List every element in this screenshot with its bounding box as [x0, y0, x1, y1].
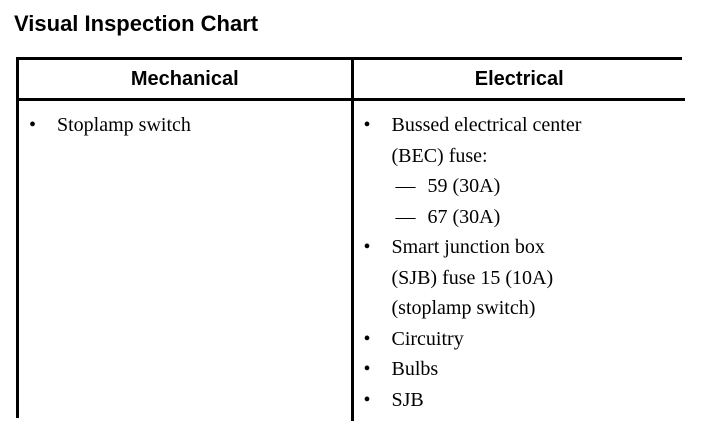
visual-inspection-table: Mechanical Electrical • Stoplamp switch: [16, 57, 685, 421]
list-item-line: Smart junction box: [391, 236, 545, 258]
list-item: • Bulbs: [362, 354, 678, 385]
list-item-line: (SJB) fuse 15 (10A): [391, 266, 554, 289]
bullet-icon: •: [29, 114, 37, 136]
list-item-line: Circuitry: [391, 327, 464, 350]
list-item: • Stoplamp switch: [27, 110, 343, 141]
list-item-line: Bussed electrical center: [391, 114, 582, 136]
table-head: Mechanical Electrical: [19, 60, 685, 101]
cell-mechanical: • Stoplamp switch: [19, 99, 354, 421]
list-item-line: (stoplamp switch): [391, 297, 536, 319]
table-row: • Stoplamp switch • Bussed electrical ce…: [19, 99, 686, 421]
sub-list-item: — 67 (30A): [392, 202, 678, 233]
table-body: • Stoplamp switch • Bussed electrical ce…: [19, 99, 686, 421]
bullet-icon: •: [363, 236, 371, 258]
sub-list-item-text: 67 (30A): [427, 205, 501, 228]
column-header-electrical: Electrical: [352, 60, 685, 101]
list-item-line: Bulbs: [391, 358, 439, 380]
list-item: • Bussed electrical center (BEC) fuse: —…: [362, 110, 678, 232]
sub-list-item-text: 59 (30A): [427, 175, 501, 197]
bullet-icon: •: [363, 388, 371, 411]
list-item-line: SJB: [391, 388, 424, 411]
list-item: • Smart junction box (SJB) fuse 15 (10A)…: [362, 232, 678, 324]
bullet-icon: •: [363, 358, 371, 380]
page-title: Visual Inspection Chart: [14, 11, 259, 36]
list-item-line: (BEC) fuse:: [391, 144, 488, 167]
mechanical-content: • Stoplamp switch: [19, 101, 351, 147]
list-item: • SJB: [362, 385, 678, 416]
bullet-icon: •: [363, 327, 371, 350]
mechanical-bullet-list: • Stoplamp switch: [27, 110, 343, 141]
table-header-row: Mechanical Electrical: [19, 60, 685, 101]
list-item-line: Stoplamp switch: [57, 114, 191, 136]
cell-electrical: • Bussed electrical center (BEC) fuse: —…: [352, 99, 686, 421]
electrical-content: • Bussed electrical center (BEC) fuse: —…: [354, 101, 686, 421]
list-item: • Circuitry: [362, 324, 678, 355]
em-dash-icon: —: [395, 175, 416, 197]
em-dash-icon: —: [395, 205, 416, 228]
column-header-mechanical: Mechanical: [19, 60, 354, 101]
inspection-table: Mechanical Electrical • Stoplamp switch: [19, 60, 685, 421]
sub-list-item: — 59 (30A): [392, 171, 678, 202]
electrical-bullet-list: • Bussed electrical center (BEC) fuse: —…: [362, 110, 678, 415]
bullet-icon: •: [363, 114, 371, 136]
